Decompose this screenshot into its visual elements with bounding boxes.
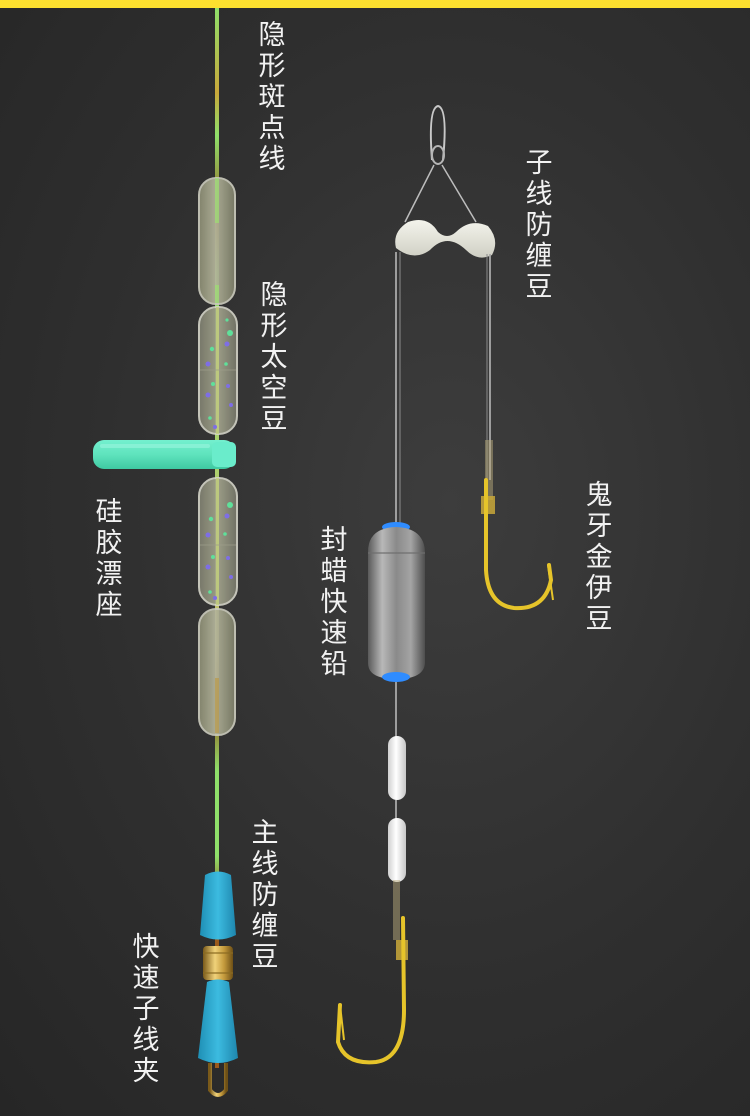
label-invisible-space-bean: 隐形太空豆 [260, 280, 288, 435]
invisible-bean-bottom [198, 608, 236, 736]
label-main-line-anti-tangle-bean: 主线防缠豆 [251, 818, 279, 973]
quick-sub-line-clip [198, 979, 238, 1097]
label-ghost-tooth-gold-iseama: 鬼牙金伊豆 [585, 480, 613, 635]
white-bean-lower [388, 818, 406, 882]
sub-lines [395, 252, 491, 530]
sub-line-loop [404, 104, 477, 223]
wax-sealed-quick-sinker [368, 522, 425, 740]
invisible-bean-top [198, 177, 236, 305]
label-quick-sub-line-clip: 快速子线夹 [132, 932, 160, 1087]
sub-line-anti-tangle-bean [395, 219, 496, 258]
brass-swivel [203, 946, 233, 980]
silicone-float-seat [93, 440, 236, 469]
label-wax-sealed-quick-sinker: 封蜡快速铅 [320, 525, 348, 680]
invisible-space-bean-upper [198, 306, 238, 435]
label-silicone-float-seat: 硅胶漂座 [95, 497, 123, 621]
invisible-space-bean-lower [198, 477, 238, 606]
label-invisible-spotted-line: 隐形斑点线 [258, 20, 286, 175]
top-accent-bar [0, 0, 750, 8]
label-sub-line-anti-tangle-bean: 子线防缠豆 [525, 148, 553, 303]
ghost-tooth-gold-hook-upper [481, 440, 554, 611]
ghost-tooth-gold-hook-lower [335, 880, 408, 1065]
white-bean-upper [388, 736, 406, 800]
main-line-anti-tangle-bean [200, 871, 236, 940]
